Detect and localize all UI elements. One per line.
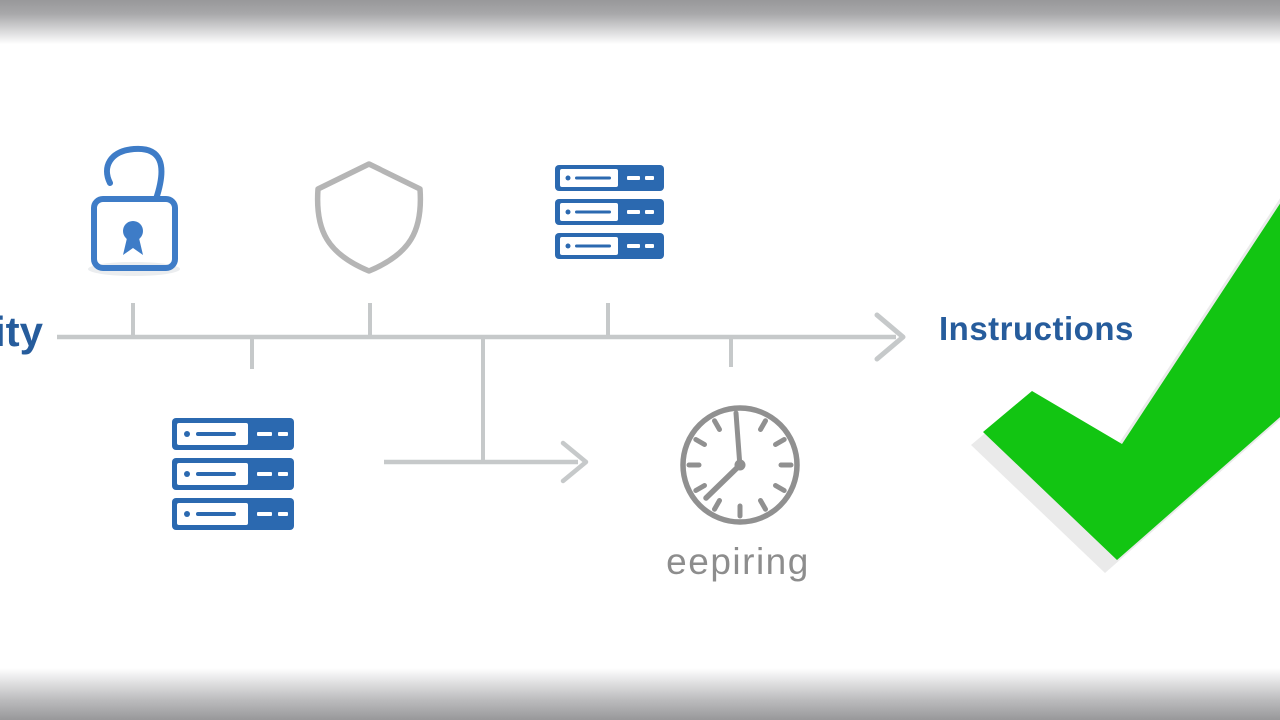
clock-icon [680,405,800,525]
padlock-body [91,196,178,271]
timeline [57,303,906,484]
padlock-shackle [104,145,165,202]
server-stack-icon [172,418,294,530]
server-stack-icon [555,165,664,259]
expiring-caption: eepiring [666,541,810,582]
open-padlock-icon [88,145,180,276]
timeline-arrowhead-icon [874,312,906,362]
branch-arrowhead-icon [560,440,589,484]
checkmark-shape [983,203,1280,560]
bottom-gradient-bar [0,668,1280,720]
clock-ticks [686,418,794,519]
instructions-label: Instructions [939,310,1134,347]
partial-left-label: ity [0,308,44,355]
shield-icon [314,161,424,274]
clock-minute-hand [733,410,743,470]
clock-hour-hand [703,462,743,501]
green-checkmark-icon [971,198,1280,573]
padlock-keyhole-tail [123,238,143,255]
clock-hub [734,459,746,471]
padlock-keyhole [123,221,143,241]
top-gradient-bar [0,0,1280,46]
